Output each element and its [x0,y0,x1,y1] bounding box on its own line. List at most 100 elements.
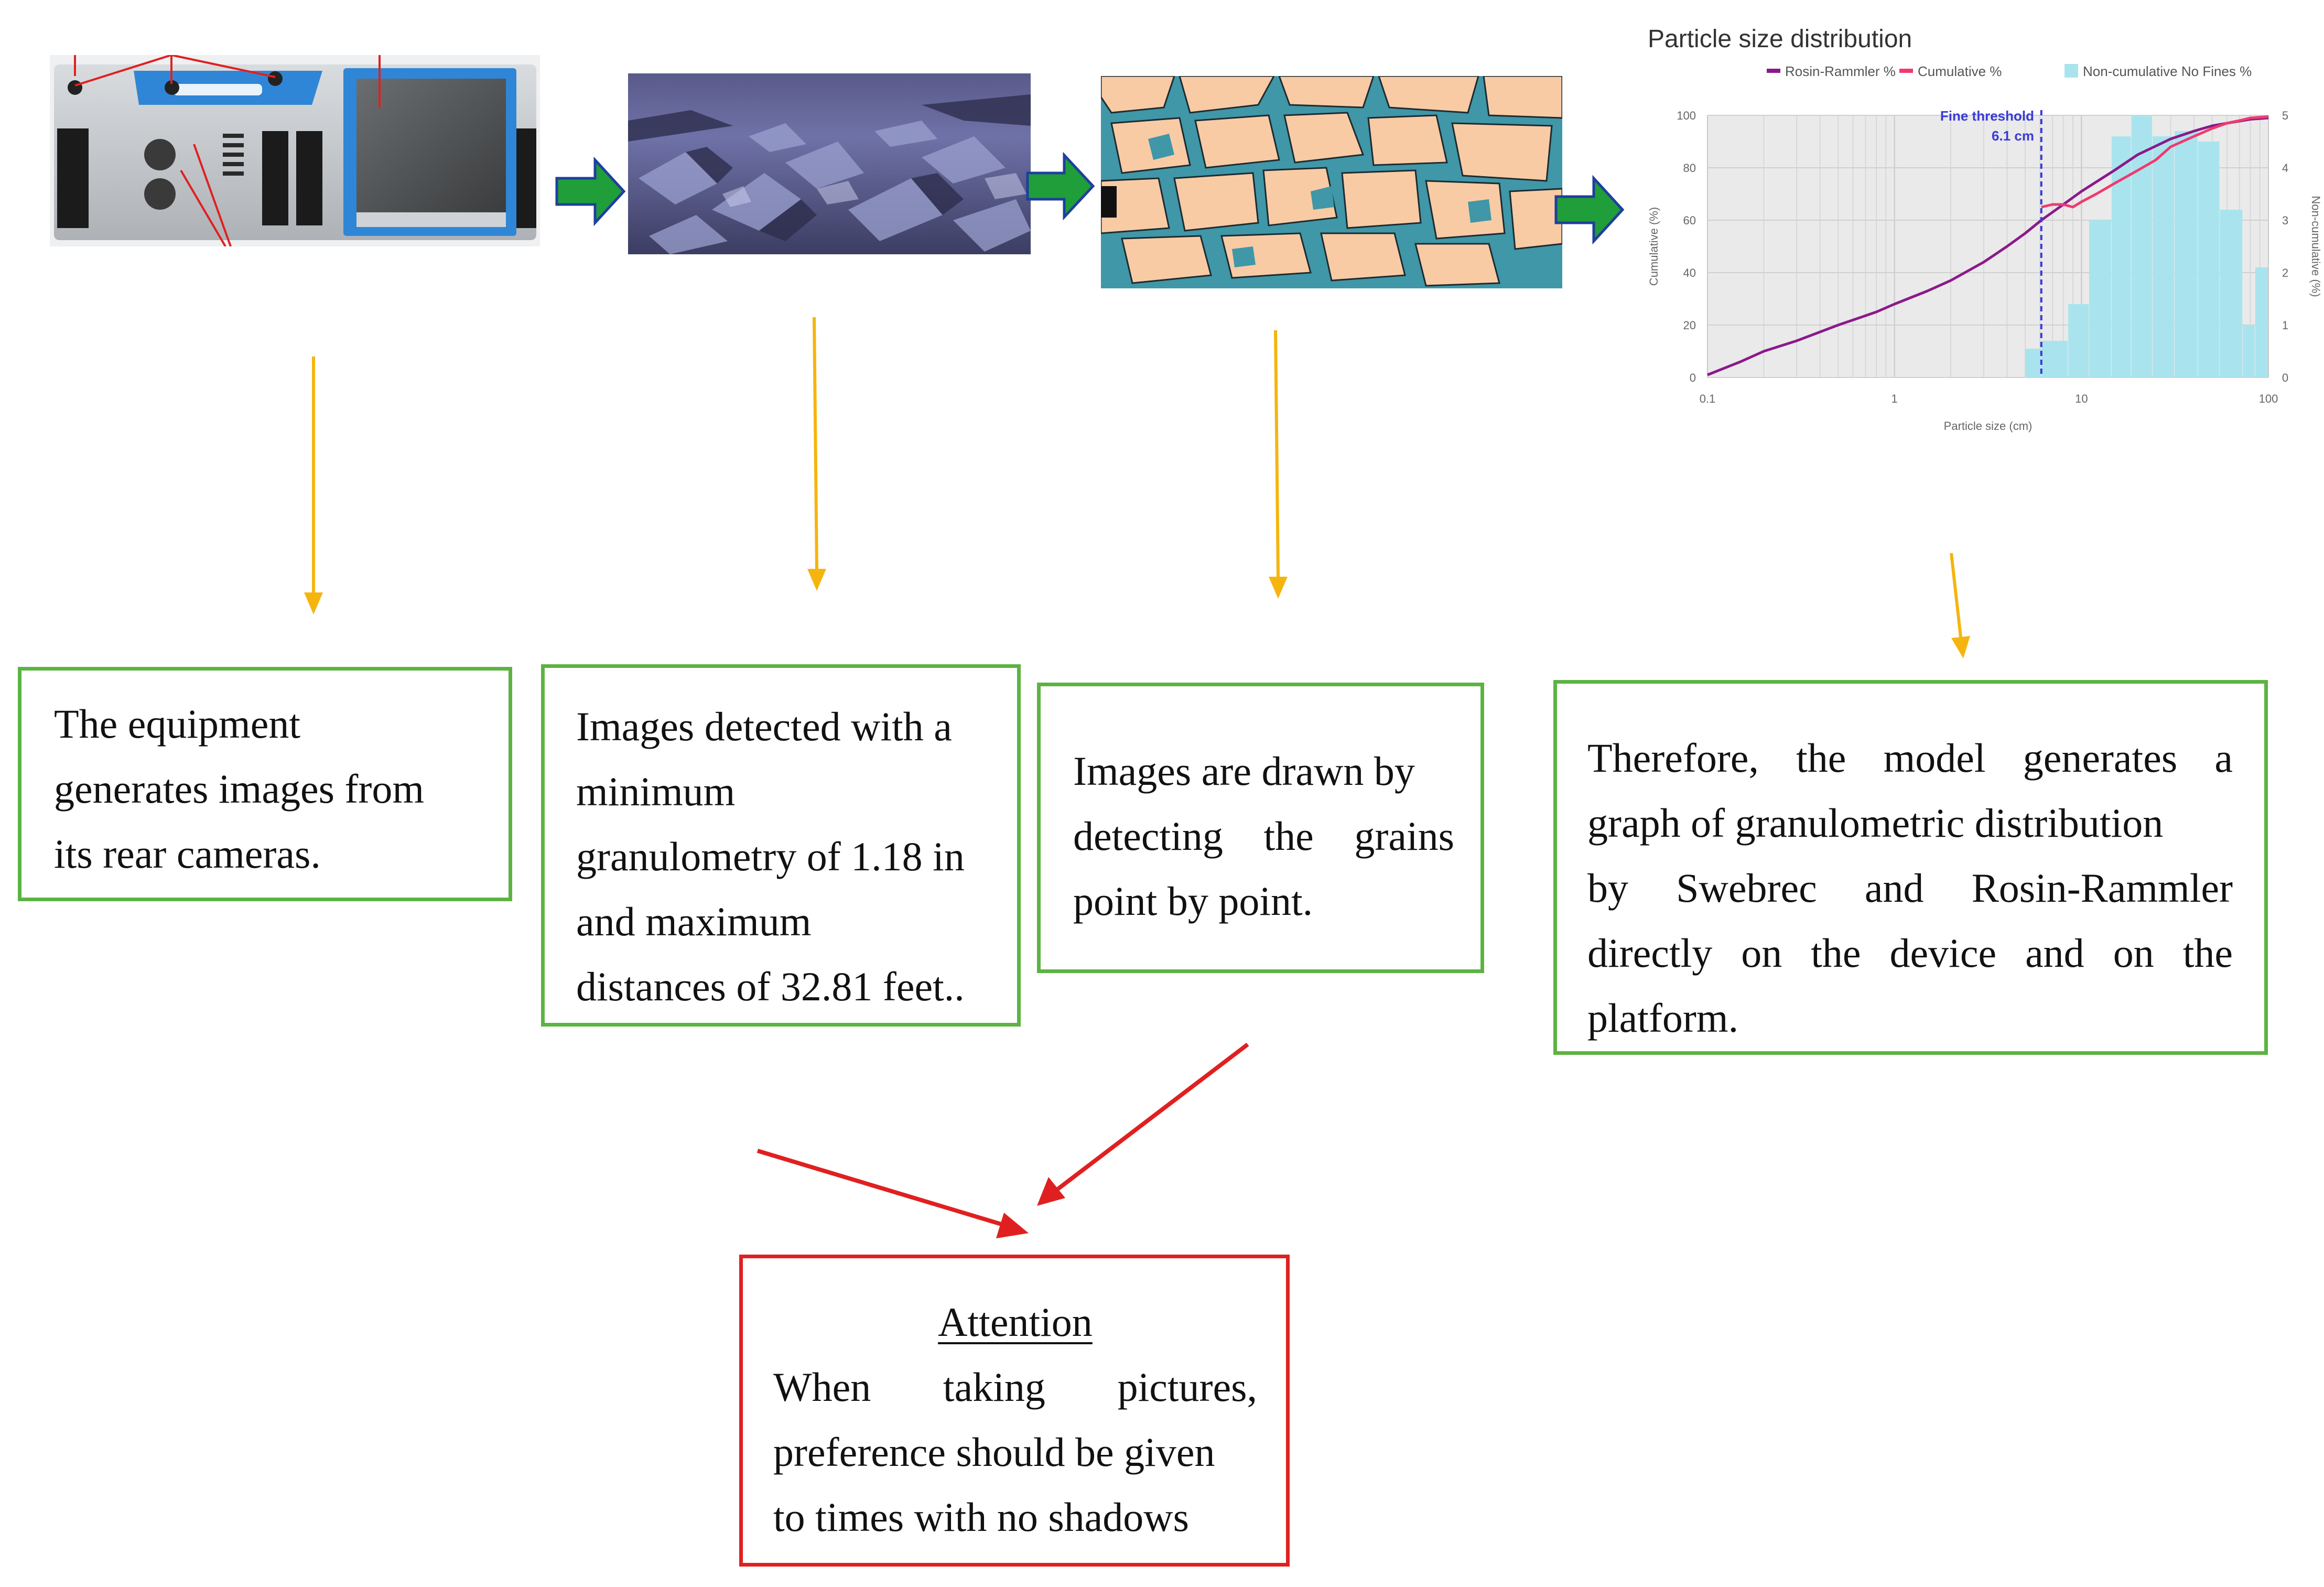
x-tick-label: 10 [2075,392,2088,405]
y2-tick-label: 0 [2282,371,2288,384]
threshold-label-2: 6.1 cm [1992,128,2034,144]
model-word: directly [1587,930,1713,976]
model-word: by [1587,865,1628,911]
particle-size-chart: Particle size distribution Rosin-Rammler… [1636,16,2324,446]
down-arrow-2 [807,317,826,591]
model-word: the [1796,735,1846,781]
cumulative-line [2041,115,2269,209]
drawn-box: Images are drawn by detecting the grains… [1037,683,1484,973]
model-word: a [2214,735,2233,781]
histogram-bar [2025,349,2041,377]
y-tick-label: 80 [1683,161,1696,175]
attention-text-2: preference should be given [773,1429,1215,1475]
down-arrow-3 [1269,330,1288,599]
histogram-bar [2131,115,2152,377]
model-text-1: Therefore, the model generates a [1587,726,2233,791]
legend-label-noncum: Non-cumulative No Fines % [2083,63,2252,79]
bars [2025,115,2268,377]
drawn-text-1: Images are drawn by [1073,748,1415,794]
equipment-box: The equipment generates images from its … [18,667,512,901]
model-text-2: graph of granulometric distribution [1587,800,2164,846]
red-arrow-left [756,1149,1029,1238]
y2-tick-label: 4 [2282,161,2288,175]
histogram-bar [2175,131,2198,377]
model-word: Rosin-Rammler [1971,865,2233,911]
histogram-bar [2198,142,2220,377]
equipment-text-2: generates images from [54,766,425,812]
rosin-rammler-line [1707,116,2269,376]
detected-text-5: distances of 32.81 feet.. [576,964,965,1009]
model-box: Therefore, the model generates a graph o… [1553,680,2268,1055]
model-word: on [1741,930,1782,976]
histogram-bar [2243,325,2255,377]
y-tick-label: 60 [1683,214,1696,227]
chart-legend: Rosin-Rammler % Cumulative % Non-cumulat… [1767,63,2252,79]
legend-label-rosin: Rosin-Rammler % [1785,63,1896,79]
detected-text-3: granulometry of 1.18 in [576,834,965,879]
flow-arrow-2 [1026,152,1095,221]
histogram-bar [2068,304,2089,377]
histogram-bar [2041,341,2068,377]
attention-box: Attention When taking pictures, preferen… [739,1255,1290,1567]
model-word: Swebrec [1676,865,1817,911]
detected-text-1: Images detected with a [576,704,952,749]
legend-label-cumulative: Cumulative % [1918,63,2002,79]
flow-arrow-3 [1554,175,1625,245]
down-arrow-4 [1950,553,1970,658]
model-word: model [1883,735,1986,781]
x-tick-label: 0.1 [1700,392,1716,405]
flow-arrow-1 [555,156,626,226]
attention-text-1: When taking pictures, [773,1355,1257,1420]
model-word: generates [2023,735,2178,781]
histogram-bar [2255,267,2268,377]
attention-title: Attention [938,1299,1093,1345]
y-tick-label: 100 [1677,109,1696,122]
rock-pile-photo [628,73,1031,254]
model-word: Therefore, [1587,735,1759,781]
detected-text-4: and maximum [576,899,812,944]
y2-tick-label: 5 [2282,109,2288,122]
histogram-bar [2152,136,2175,377]
equipment-photo [50,54,540,247]
y2-tick-label: 2 [2282,266,2288,279]
attention-word: When [773,1364,871,1410]
y-tick-label: 0 [1690,371,1696,384]
attention-word: taking [943,1364,1045,1410]
ticks: 0.1 1 10 100 0 20 40 60 80 100 0 1 2 3 4 5 [1677,109,2288,405]
down-arrow-1 [304,357,323,614]
attention-text-3: to times with no shadows [773,1494,1189,1540]
drawn-word: detecting [1073,813,1223,859]
model-word: device [1889,930,1997,976]
drawn-word: the [1263,813,1314,859]
x-tick-label: 100 [2259,392,2278,405]
histogram-bar [2220,210,2243,377]
x-tick-label: 1 [1891,392,1898,405]
equipment-text-3: its rear cameras. [54,831,321,877]
model-text-5: platform. [1587,995,1739,1041]
lines [1707,115,2269,376]
model-word: the [2182,930,2233,976]
equipment-text-1: The equipment [54,701,301,747]
model-word: and [2025,930,2084,976]
drawn-text-3: point by point. [1073,878,1313,924]
model-word: the [1811,930,1861,976]
segmented-grains-image [1100,75,1563,288]
detected-text-2: minimum [576,769,736,814]
model-text-3: by Swebrec and Rosin-Rammler [1587,856,2233,921]
attention-word: pictures, [1117,1364,1257,1410]
y-tick-label: 40 [1683,266,1696,279]
red-arrow-right [1037,1042,1249,1206]
threshold-label-1: Fine threshold [1940,108,2034,124]
histogram-bar [2089,220,2111,377]
y2-tick-label: 1 [2282,319,2288,332]
y2-axis-label: Non-cumulative (%) [2309,196,2322,297]
model-word: on [2113,930,2154,976]
y-tick-label: 20 [1683,319,1696,332]
chart-title: Particle size distribution [1648,25,1912,53]
model-text-4: directly on the device and on the [1587,921,2233,986]
drawn-text-2: detecting the grains [1073,804,1454,869]
y2-tick-label: 3 [2282,214,2288,227]
model-word: and [1864,865,1924,911]
drawn-word: grains [1354,813,1454,859]
